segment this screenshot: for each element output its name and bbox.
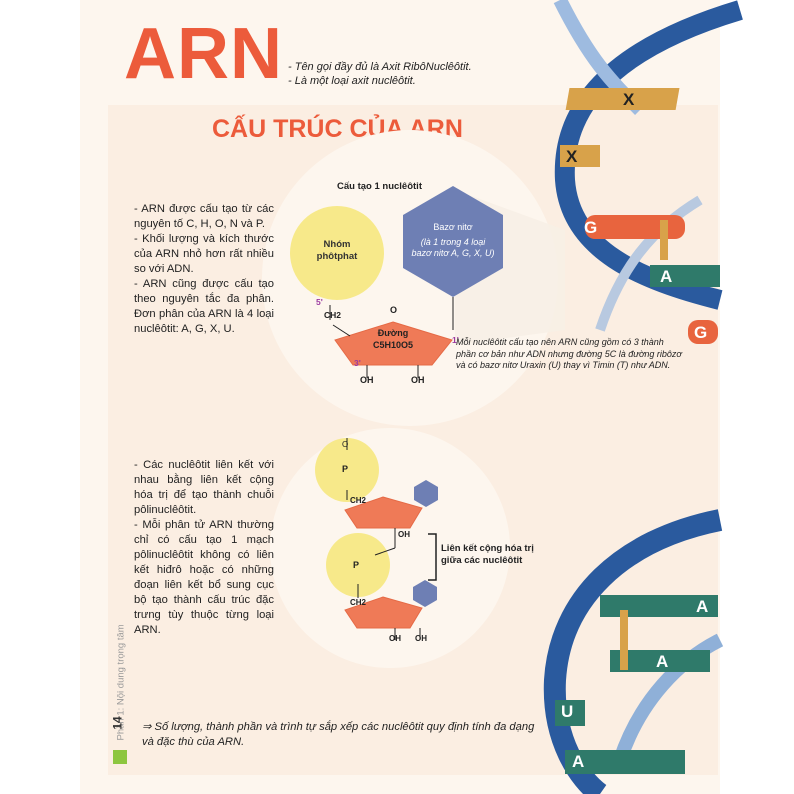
sugar-label-line-1: Đường [377, 328, 409, 338]
ring-oxygen-label: O [390, 305, 398, 315]
base-label-note-1: (là 1 trong 4 loại [420, 237, 486, 247]
hydroxyl-label-5: OH [415, 634, 427, 643]
hydroxyl-label-4: OH [389, 634, 401, 643]
helix-label-u: U [561, 702, 574, 721]
helix-label-a-2: A [696, 597, 709, 616]
base-label: Bazơ nitơ (là 1 trong 4 loại bazơ nitơ A… [403, 222, 503, 259]
composition-paragraph: - ARN cũng được cấu tạo theo nguyên tắc … [134, 278, 274, 335]
nucleotide-structure-diagram [262, 130, 565, 426]
carbon-5-label: 5' [316, 297, 323, 307]
covalent-bond-label-line-2: giữa các nuclêôtit [441, 555, 523, 566]
oxygen-top-label-1: O [342, 440, 349, 449]
helix-label-a-4: A [572, 752, 585, 771]
definition-line-1: - Tên gọi đầy đủ là Axit RibôNuclêôtit. [288, 61, 472, 73]
polynucleotide-chain-diagram [270, 428, 510, 668]
chain-text: - Các nuclêôtit liên kết với nhau bằng l… [134, 458, 274, 638]
ch2-label-2: CH2 [350, 598, 367, 607]
dna-helix-bottom-illustration [543, 509, 724, 794]
conclusion-text: ⇒ Số lượng, thành phần và trình tự sắp x… [142, 721, 535, 748]
sugar-formula: C5H10O5 [372, 340, 414, 350]
carbon-1-label: 1' [452, 335, 459, 345]
chapter-side-label: Phần 1: Nội dung trọng tâm [111, 560, 127, 740]
nucleotide-diagram-title: Cấu tạo 1 nuclêôtit [337, 181, 422, 192]
helix-label-g-2: G [694, 323, 708, 342]
title-definition: - Tên gọi đầy đủ là Axit RibôNuclêôtit. … [288, 60, 472, 88]
ribose-sugar-pentagon [334, 321, 453, 366]
chapter-side-label-text: Phần 1: Nội dung trọng tâm [115, 624, 127, 741]
nitrogen-base-hexagon [403, 186, 503, 297]
phosphate-label: Nhóm phôtphat [297, 239, 377, 263]
phosphate-label-line-1: Nhóm [323, 239, 351, 250]
carbon-3-label: 3' [354, 358, 361, 368]
dna-helix-top-illustration [553, 0, 743, 344]
base-label-note-2: bazơ nitơ A, G, X, U) [411, 248, 495, 258]
helix-label-x-2: X [566, 147, 578, 166]
base-label-title: Bazơ nitơ [433, 222, 473, 232]
hydroxyl-label-3: OH [398, 530, 410, 539]
covalent-bond-label-line-1: Liên kết cộng hóa trị [441, 543, 534, 554]
nucleotide-caption-note: Mỗi nuclêôtit cấu tạo nên ARN cũng gồm c… [456, 337, 682, 370]
helix-label-g-1: G [584, 218, 598, 237]
phosphate-group-circle [290, 206, 384, 300]
page-number: 14 [110, 716, 125, 730]
hydroxyl-label-1: OH [360, 375, 374, 385]
covalent-bond-label: Liên kết cộng hóa trị giữa các nuclêôtit [441, 543, 534, 567]
phosphorus-label-2: P [353, 560, 360, 570]
hydroxyl-label-2: OH [411, 375, 425, 385]
helix-label-a-1: A [660, 267, 673, 286]
chain-paragraph: - Các nuclêôtit liên kết với nhau bằng l… [134, 459, 274, 516]
definition-line-2: - Là một loại axit nuclêôtit. [288, 75, 416, 87]
helix-label-a-3: A [656, 652, 669, 671]
page-tab-marker [113, 750, 127, 764]
composition-paragraph: - ARN được cấu tạo từ các nguyên tố C, H… [134, 203, 274, 230]
composition-text: - ARN được cấu tạo từ các nguyên tố C, H… [134, 202, 274, 337]
sugar-label: Đường C5H10O5 [363, 327, 423, 351]
phosphorus-label-1: P [342, 464, 349, 474]
helix-label-x-1: X [623, 90, 635, 109]
composition-paragraph: - Khối lượng và kích thước của ARN nhỏ h… [134, 233, 274, 275]
page-title: ARN [124, 14, 283, 94]
ch2-label: CH2 [324, 310, 342, 320]
chain-paragraph: - Mỗi phân tử ARN thường chỉ có cấu tạo … [134, 519, 274, 636]
ch2-label-1: CH2 [350, 496, 367, 505]
phosphate-label-line-2: phôtphat [316, 251, 358, 262]
